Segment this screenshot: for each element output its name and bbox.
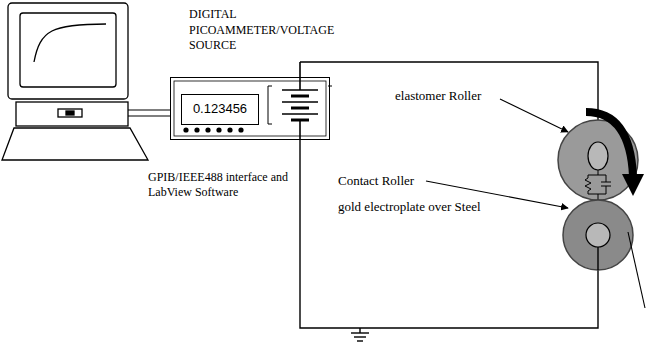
upper-wire [300, 62, 598, 142]
contact-roller [563, 200, 633, 270]
roller-hub [588, 142, 608, 170]
battery-symbol [268, 62, 332, 140]
battery-bracket [268, 86, 332, 124]
battery-plate [282, 101, 318, 103]
instrument-details [174, 62, 332, 140]
display-reading: 0.123456 [193, 101, 247, 118]
drive-button [66, 111, 74, 115]
battery-lead [299, 62, 301, 90]
button [216, 127, 221, 132]
front-panel [174, 81, 326, 136]
ground-symbol [354, 336, 366, 337]
display-window: 0.123456 [181, 94, 259, 125]
monitor [8, 3, 128, 99]
ground-symbol [357, 340, 363, 341]
lower-wire [300, 140, 598, 328]
cable-wire [128, 109, 170, 110]
computer [2, 3, 148, 160]
screen [20, 13, 116, 87]
button [183, 127, 188, 132]
rotation-head [622, 174, 644, 196]
interface-label: GPIB/IEEE488 interface and LabView Softw… [148, 170, 318, 200]
button [238, 127, 243, 132]
keyboard [2, 128, 148, 160]
cable-wire [128, 115, 170, 116]
screen-curve [34, 24, 106, 62]
shaft-wire [597, 247, 598, 270]
leader-arrow [500, 99, 568, 132]
system-unit [16, 102, 128, 126]
leader-line [628, 232, 645, 308]
gpib-cable [128, 110, 170, 116]
battery-plate [282, 89, 318, 91]
button [194, 127, 199, 132]
battery-lead [299, 120, 301, 140]
rc-element [585, 170, 611, 200]
battery-plate [291, 95, 309, 98]
battery-plate [291, 107, 309, 110]
ground-lead [359, 328, 360, 333]
material-label: gold electroplate over Steel [338, 199, 508, 215]
rotation-arc [586, 112, 633, 176]
button [227, 127, 232, 132]
rotation-arrow [586, 112, 644, 196]
button-row [183, 127, 243, 132]
roller-shaft [586, 223, 610, 247]
contact-roller-body [563, 200, 633, 270]
instrument-box: DIGITAL PICOAMMETER/VOLTAGE SOURCE0.1234… [170, 77, 330, 140]
roller-label: Contact Roller [338, 173, 428, 189]
ground-symbol [351, 332, 369, 333]
button [205, 127, 210, 132]
drive-slot [58, 109, 82, 117]
battery-plate [282, 113, 318, 115]
instrument-title: DIGITAL PICOAMMETER/VOLTAGE SOURCE [189, 7, 354, 54]
resistor-capacitor-symbol [585, 170, 611, 200]
circuit-wire [300, 62, 598, 341]
roller-label: elastomer Roller [395, 88, 510, 104]
